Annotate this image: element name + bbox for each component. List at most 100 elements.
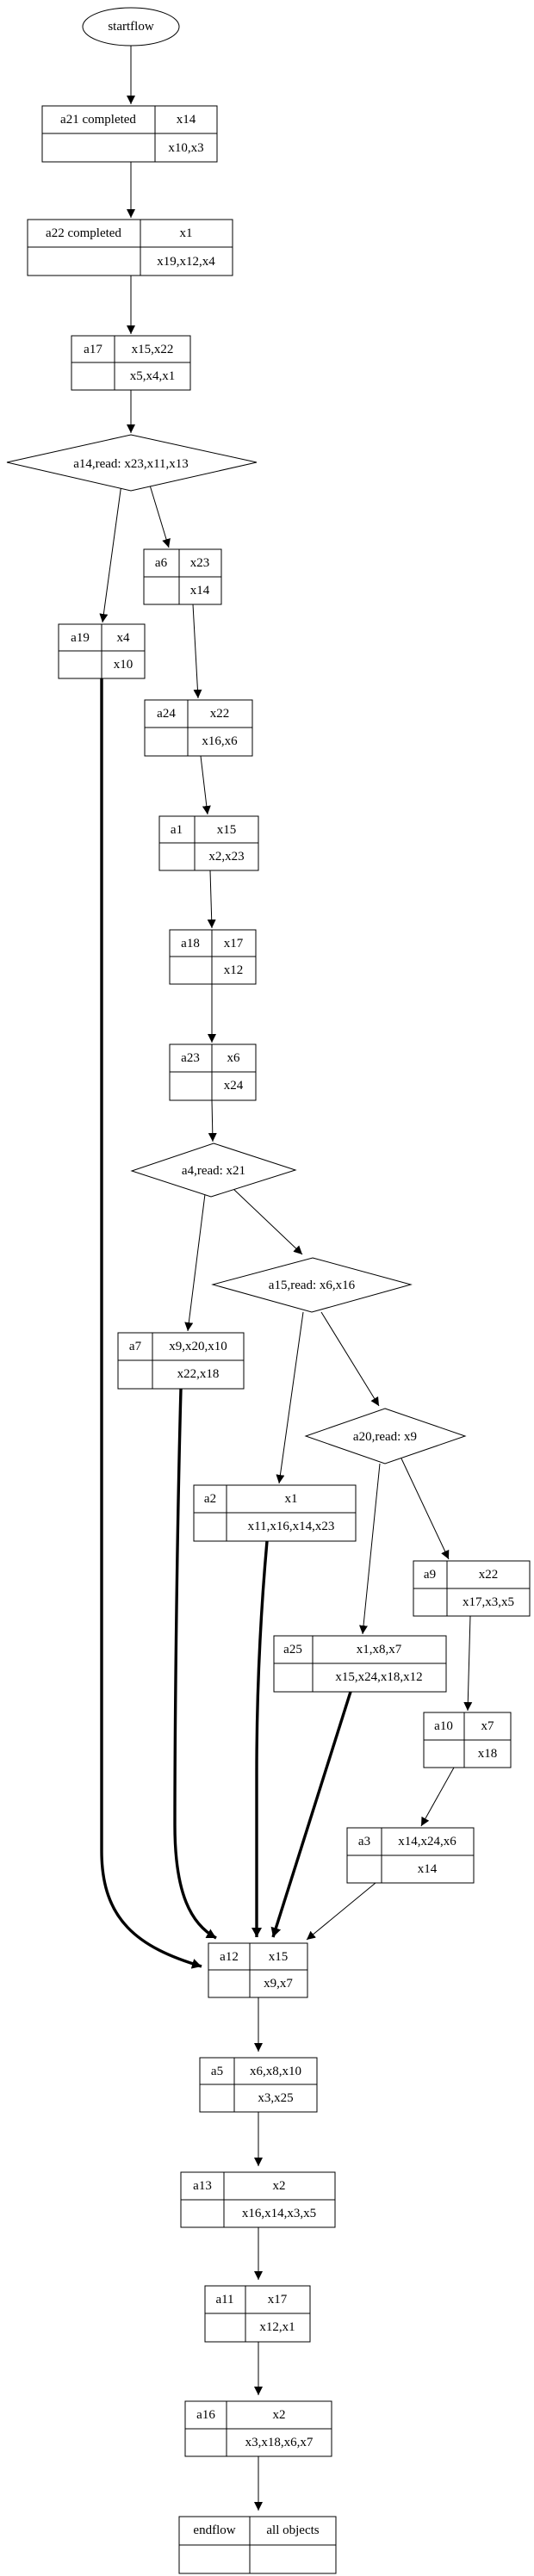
edge-a1-a18 (207, 870, 216, 929)
endflow-label: endflow (193, 2523, 235, 2537)
a19-vars-top: x4 (117, 631, 131, 645)
a17-vars-top: x15,x22 (132, 343, 174, 356)
edge-a2-a12 (251, 1540, 269, 1937)
edge-a20-a25 (359, 1463, 381, 1635)
a17-vars-bottom: x5,x4,x1 (130, 369, 176, 383)
node-a1: a1 x15 x2,x23 (158, 815, 259, 871)
edge-a25-a12 (270, 1691, 352, 1938)
a24-vars-bottom: x16,x6 (202, 734, 238, 748)
a23-vars-bottom: x24 (224, 1079, 244, 1093)
edge-a3-a12 (306, 1882, 376, 1941)
a6-vars-top: x23 (190, 556, 210, 570)
node-a12: a12 x15 x9,x7 (208, 1942, 308, 1998)
node-a20: a20,read: x9 (304, 1408, 467, 1464)
edge-a15-a20 (320, 1311, 380, 1407)
a24-label: a24 (157, 707, 176, 721)
node-a24: a24 x22 x16,x6 (144, 699, 253, 757)
node-a21: a21 completed x14 x10,x3 (41, 105, 218, 163)
node-a3: a3 x14,x24,x6 x14 (346, 1827, 475, 1884)
edge-a24-a1 (200, 755, 211, 815)
node-startflow: startflow (82, 7, 180, 46)
a15-label: a15,read: x6,x16 (269, 1279, 356, 1292)
a12-vars-top: x15 (269, 1950, 289, 1964)
a10-vars-bottom: x18 (478, 1747, 498, 1761)
node-a5: a5 x6,x8,x10 x3,x25 (199, 2057, 318, 2113)
a17-label: a17 (84, 343, 102, 356)
a22-vars-top: x1 (180, 226, 193, 240)
a13-vars-top: x2 (273, 2179, 286, 2193)
a6-label: a6 (155, 556, 168, 570)
node-a2: a2 x1 x11,x16,x14,x23 (193, 1484, 357, 1542)
a9-vars-bottom: x17,x3,x5 (463, 1595, 514, 1609)
a19-label: a19 (71, 631, 90, 645)
a20-label: a20,read: x9 (353, 1430, 417, 1444)
node-a17: a17 x15,x22 x5,x4,x1 (71, 335, 191, 391)
a25-vars-bottom: x15,x24,x18,x12 (335, 1670, 422, 1684)
node-a19: a19 x4 x10 (58, 623, 146, 679)
a23-label: a23 (181, 1051, 200, 1065)
a10-vars-top: x7 (481, 1719, 495, 1733)
a18-vars-top: x17 (224, 937, 244, 951)
a1-vars-top: x15 (217, 823, 237, 837)
a23-vars-top: x6 (227, 1051, 241, 1065)
edge-a20-a9 (400, 1458, 450, 1560)
a1-label: a1 (171, 823, 183, 837)
node-a6: a6 x23 x14 (143, 548, 222, 605)
a11-vars-top: x17 (268, 2293, 288, 2307)
a21-vars-top: x14 (177, 113, 196, 127)
a18-vars-bottom: x12 (224, 963, 244, 977)
edge-a23-a4 (208, 1099, 217, 1142)
edge-a7-a12 (173, 1388, 217, 1940)
a22-label: a22 completed (46, 226, 121, 240)
edge-a15-a2 (276, 1311, 304, 1484)
a4-label: a4,read: x21 (182, 1164, 245, 1178)
a7-vars-top: x9,x20,x10 (169, 1340, 227, 1353)
a25-label: a25 (283, 1643, 302, 1656)
a19-vars-bottom: x10 (114, 658, 134, 672)
node-a9: a9 x22 x17,x3,x5 (413, 1560, 531, 1617)
node-endflow: endflow all objects (178, 2516, 337, 2574)
edge-a10-a3 (420, 1767, 455, 1827)
a9-vars-top: x22 (479, 1568, 499, 1582)
node-a16: a16 x2 x3,x18,x6,x7 (184, 2400, 332, 2457)
a2-vars-top: x1 (285, 1492, 298, 1506)
edge-a4-a7 (184, 1193, 206, 1332)
a16-vars-top: x2 (273, 2408, 286, 2422)
a12-vars-bottom: x9,x7 (264, 1977, 293, 1991)
node-a13: a13 x2 x16,x14,x3,x5 (180, 2171, 336, 2228)
node-a25: a25 x1,x8,x7 x15,x24,x18,x12 (273, 1635, 447, 1693)
a12-label: a12 (220, 1950, 239, 1964)
node-a15: a15,read: x6,x16 (211, 1257, 413, 1313)
a24-vars-top: x22 (210, 707, 230, 721)
a10-label: a10 (434, 1719, 453, 1733)
a2-vars-bottom: x11,x16,x14,x23 (248, 1520, 335, 1533)
node-a4: a4,read: x21 (130, 1142, 297, 1198)
a7-label: a7 (129, 1340, 142, 1353)
edge-a4-a15 (233, 1188, 303, 1255)
a3-label: a3 (358, 1835, 370, 1848)
a25-vars-top: x1,x8,x7 (357, 1643, 402, 1656)
a4-diamond (130, 1142, 297, 1198)
a14-label: a14,read: x23,x11,x13 (73, 457, 189, 471)
a9-label: a9 (424, 1568, 436, 1582)
node-a11: a11 x17 x12,x1 (204, 2285, 311, 2343)
startflow-label: startflow (108, 20, 153, 34)
endflow-vars-top: all objects (266, 2523, 319, 2537)
a5-label: a5 (211, 2065, 223, 2078)
a13-vars-bottom: x16,x14,x3,x5 (242, 2207, 316, 2220)
startflow-ellipse (82, 7, 180, 46)
edge-a14-a6 (147, 479, 171, 548)
edge-a14-a19 (99, 483, 122, 623)
a7-vars-bottom: x22,x18 (177, 1367, 220, 1381)
edge-a19-a12 (100, 678, 202, 1969)
a13-label: a13 (193, 2179, 212, 2193)
edges (99, 46, 473, 2511)
a16-vars-bottom: x3,x18,x6,x7 (245, 2436, 314, 2449)
a18-label: a18 (181, 937, 200, 951)
a11-vars-bottom: x12,x1 (259, 2320, 295, 2334)
a5-vars-bottom: x3,x25 (258, 2091, 293, 2105)
node-a14: a14,read: x23,x11,x13 (6, 434, 258, 492)
a5-vars-top: x6,x8,x10 (250, 2065, 301, 2078)
